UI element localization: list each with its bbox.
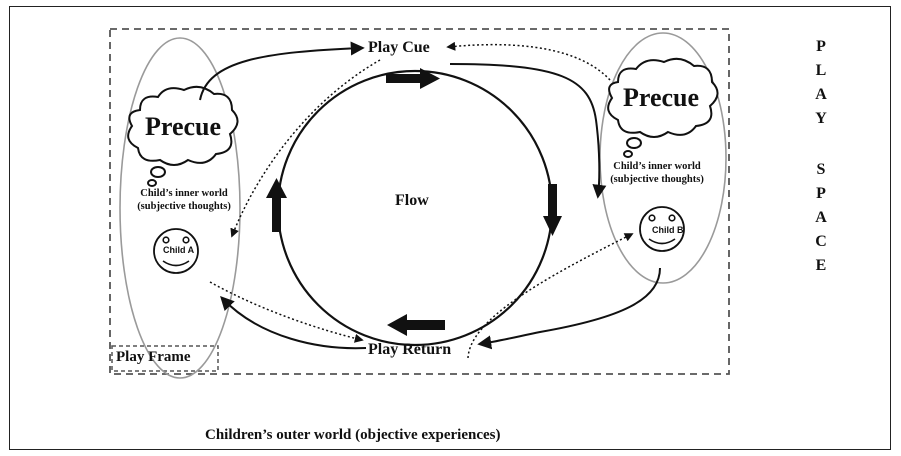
- play-space-letter: L: [815, 62, 827, 79]
- figure-frame: [9, 6, 891, 450]
- child-a-inner-world-line2: (subjective thoughts): [137, 201, 231, 212]
- arrow-precue-a-to-play-cue: [199, 41, 365, 101]
- child-a-face: [153, 228, 199, 274]
- child-b-inner-world: Child’s inner world (subjective thoughts…: [601, 160, 713, 186]
- play-space-letter: P: [816, 185, 826, 202]
- play-frame-border: [109, 28, 730, 375]
- play-space-letter: S: [816, 161, 826, 178]
- play-space-letter: A: [815, 86, 827, 103]
- arrow-child-b-to-play-return: [477, 267, 661, 350]
- flow-arrow-top: [386, 68, 440, 89]
- child-b-face: [639, 206, 685, 252]
- child-b-inner-world-line2: (subjective thoughts): [610, 174, 704, 185]
- play-frame-label-box: [111, 345, 219, 372]
- precue-a-label: Precue: [145, 112, 222, 141]
- child-a-inner-world: Child’s inner world (subjective thoughts…: [128, 187, 240, 213]
- play-space-letter: A: [815, 209, 827, 226]
- child-b-name: Child B: [652, 225, 684, 235]
- precue-b-label: Precue: [623, 83, 700, 112]
- precue-cloud-a: [127, 85, 239, 187]
- dotted-arrow-child-a-to-play-return: [209, 281, 364, 343]
- arrow-play-return-to-child-a: [220, 295, 367, 350]
- flow-arrow-left: [266, 178, 287, 232]
- play-return-label: Play Return: [368, 341, 452, 358]
- play-frame-label: Play Frame: [116, 349, 191, 365]
- child-b-inner-world-line1: Child’s inner world: [613, 161, 701, 172]
- child-a-ellipse: [119, 37, 241, 379]
- dotted-arrow-play-cue-to-child-a: [230, 59, 381, 238]
- flow-label: Flow: [395, 192, 429, 209]
- flow-arrow-bottom: [387, 314, 445, 336]
- outer-world-label: Children’s outer world (objective experi…: [205, 427, 501, 443]
- child-a-inner-world-line1: Child’s inner world: [140, 188, 228, 199]
- dotted-arrow-play-return-to-child-b: [467, 233, 634, 359]
- dotted-arrow-precue-b-to-play-cue: [446, 41, 611, 81]
- flow-arrow-right: [543, 184, 562, 236]
- arrow-play-cue-to-child-b: [449, 63, 607, 199]
- play-space-letter: Y: [815, 110, 827, 127]
- play-space-letter: C: [815, 233, 827, 250]
- play-space-letter: P: [816, 38, 826, 55]
- child-a-name: Child A: [163, 245, 195, 255]
- precue-cloud-b: [607, 57, 719, 158]
- play-cue-label: Play Cue: [368, 39, 430, 56]
- play-space-letter: E: [815, 257, 827, 274]
